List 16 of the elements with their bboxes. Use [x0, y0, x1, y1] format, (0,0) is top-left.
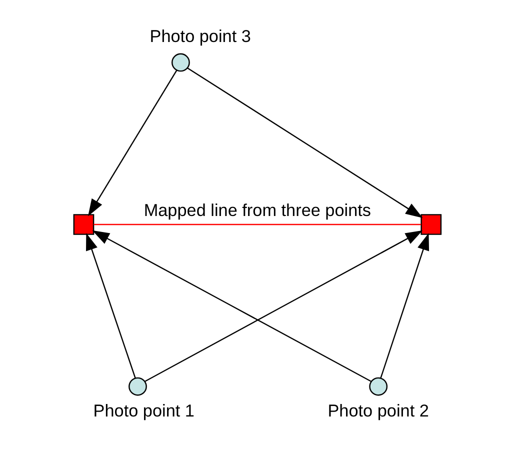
node-label: Photo point 3 — [149, 26, 250, 46]
edge-label: Mapped line from three points — [143, 200, 371, 220]
node-label: Photo point 1 — [92, 400, 194, 420]
arrow — [88, 70, 177, 216]
node-circle — [171, 53, 190, 72]
arrow — [186, 67, 422, 218]
node-box — [420, 214, 442, 235]
arrow — [380, 233, 429, 378]
arrow — [86, 233, 136, 378]
node-circle — [128, 377, 146, 396]
node-box — [72, 214, 94, 235]
node-label: Photo point 2 — [327, 400, 428, 420]
arrow — [144, 230, 422, 382]
connector — [93, 224, 421, 226]
node-circle — [368, 377, 388, 396]
arrow — [92, 230, 371, 382]
